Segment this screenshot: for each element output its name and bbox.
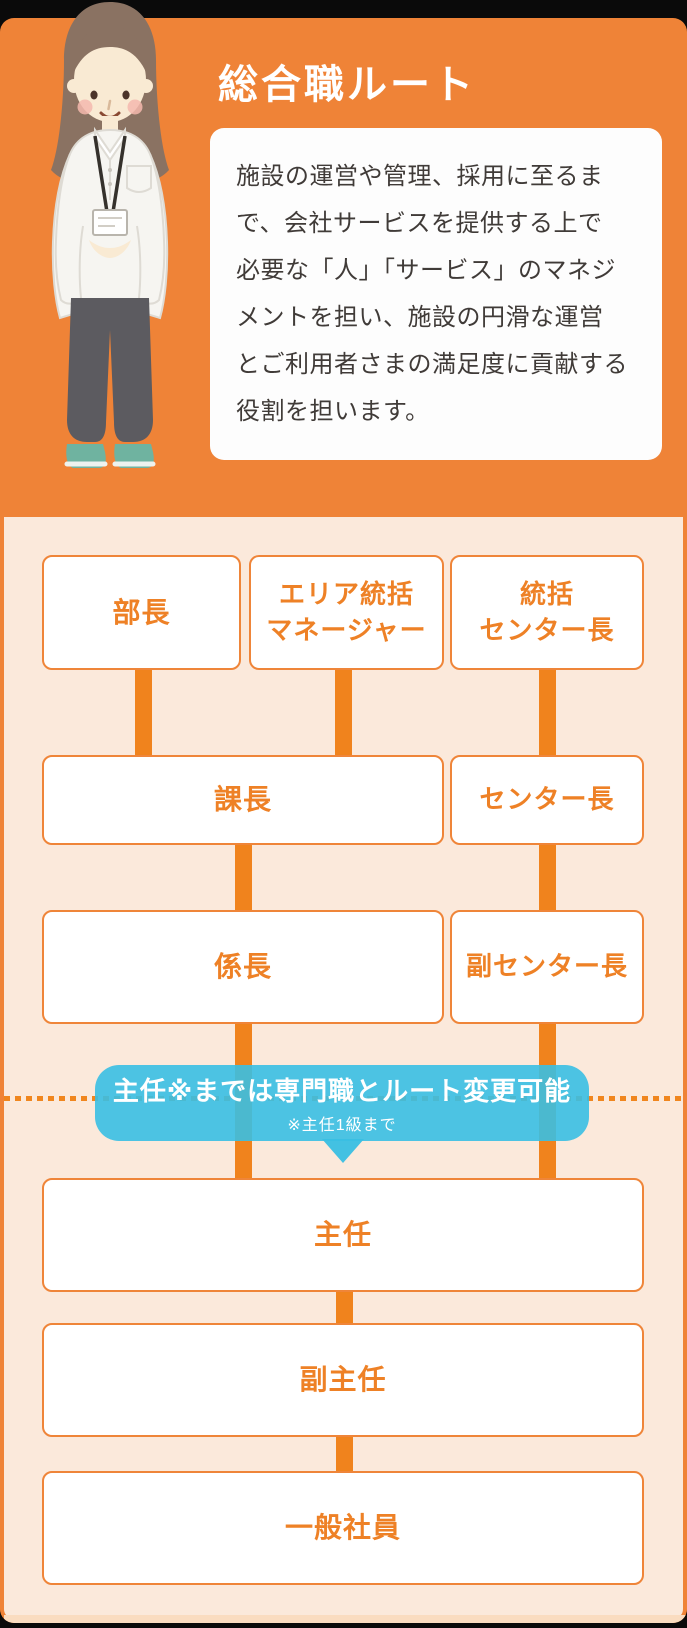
connector xyxy=(335,665,352,760)
rank-box-fuku-shunin: 副主任 xyxy=(42,1323,644,1437)
route-change-callout-note: ※主任1級まで xyxy=(287,1117,397,1134)
connector xyxy=(539,840,556,915)
connector xyxy=(235,840,252,915)
rank-box-kacho: 課長 xyxy=(42,755,444,845)
rank-box-center-cho: センター長 xyxy=(450,755,644,845)
rank-box-fuku-center-cho: 副センター長 xyxy=(450,910,644,1024)
connector xyxy=(539,665,556,760)
female-staff-illustration xyxy=(33,0,187,487)
rank-box-area-toukatsu-manager: エリア統括 マネージャー xyxy=(249,555,444,670)
connector xyxy=(336,1433,353,1475)
connector xyxy=(336,1288,353,1328)
page-title: 総合職ルート xyxy=(218,63,476,107)
female-staff-illustration-svg xyxy=(51,2,169,468)
route-change-callout-main: 主任※までは専門職とルート変更可能 xyxy=(112,1076,572,1106)
rank-label: 一般社員 xyxy=(284,1512,401,1544)
rank-label: 課長 xyxy=(213,784,272,816)
rank-box-toukatsu-center-cho: 統括 センター長 xyxy=(450,555,644,670)
route-description-box: 施設の運営や管理、採用に至るま で、会社サービスを提供する上で 必要な「人」「サ… xyxy=(210,128,662,460)
rank-label: 係長 xyxy=(213,951,272,983)
rank-box-ippan-shain: 一般社員 xyxy=(42,1471,644,1585)
rank-label: センター長 xyxy=(479,784,615,815)
rank-label: 主任 xyxy=(313,1219,372,1251)
rank-label: 副センター長 xyxy=(465,951,628,982)
rank-box-kakaricho: 係長 xyxy=(42,910,444,1024)
route-description-text: 施設の運営や管理、採用に至るま で、会社サービスを提供する上で 必要な「人」「サ… xyxy=(236,163,628,425)
route-change-callout: 主任※までは専門職とルート変更可能 ※主任1級まで xyxy=(95,1065,589,1141)
rank-label: 副主任 xyxy=(299,1364,387,1396)
rank-label: エリア統括 マネージャー xyxy=(266,579,427,645)
rank-label: 部長 xyxy=(112,596,171,628)
route-change-zone-background xyxy=(4,1615,687,1623)
rank-label: 統括 センター長 xyxy=(479,579,615,645)
callout-tail-pointer xyxy=(322,1139,364,1163)
connector xyxy=(135,665,152,760)
rank-box-shunin: 主任 xyxy=(42,1178,644,1292)
rank-box-bucho: 部長 xyxy=(42,555,241,670)
